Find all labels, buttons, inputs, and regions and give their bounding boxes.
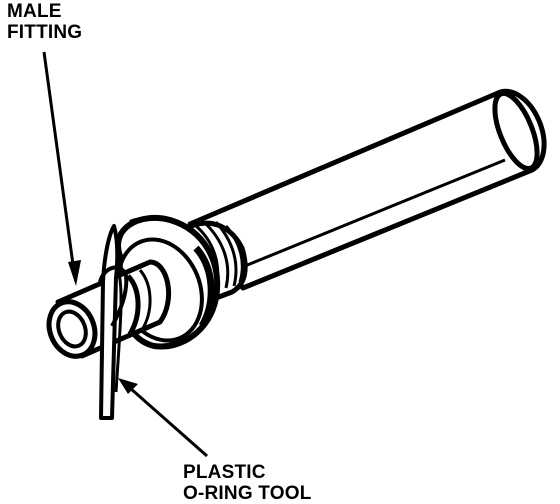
oring-tool-label: PLASTIC O-RING TOOL (183, 462, 312, 504)
male-fitting-label: MALE FITTING (7, 1, 82, 43)
oring-tool (98, 224, 129, 420)
tube (187, 88, 547, 291)
oring-tool-leader (118, 378, 208, 458)
male-fitting-label-line1: MALE (7, 1, 62, 22)
oring-tool-label-line1: PLASTIC (183, 462, 266, 483)
male-fitting-label-line2: FITTING (7, 22, 83, 43)
male-fitting-leader (42, 51, 81, 286)
oring-tool-label-line2: O-RING TOOL (183, 483, 312, 504)
